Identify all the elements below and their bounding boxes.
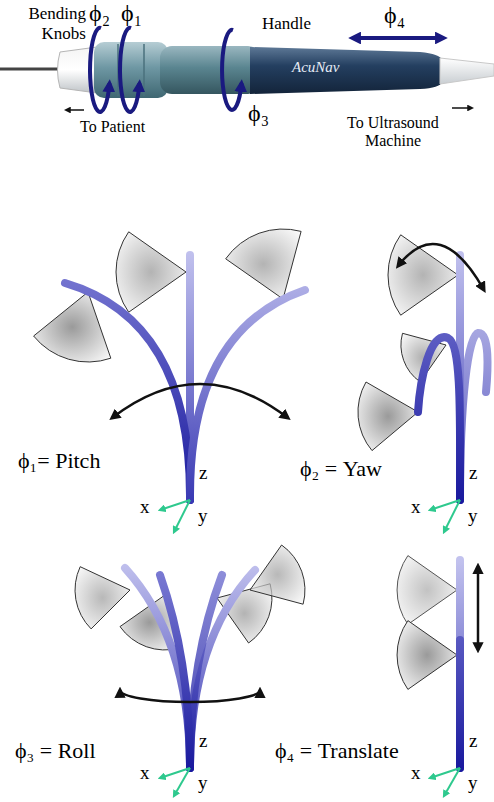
axis-label: x [140,762,150,784]
cable [0,68,62,71]
axis-label: y [198,772,208,794]
motion-caption: ϕ₃ = Roll [15,738,96,763]
strain-relief [440,58,494,84]
part-label: Handle [262,14,311,34]
ultrasound-sector [116,232,186,312]
handle-body [250,47,442,94]
axis-label: x [140,496,150,518]
axis-label: y [468,505,478,527]
axis-label: x [411,762,421,784]
roll-panel [75,545,305,796]
motion-symbol: ϕ₂ [89,0,110,28]
roll-arrow [120,690,260,702]
translate-arrow [352,36,444,40]
direction-arrow [452,107,472,109]
yaw-knob-arrow [90,28,109,112]
roll-arrow [222,30,241,110]
handle-photo [0,42,494,98]
catheter [190,570,255,768]
ultrasound-sector [226,229,301,299]
catheter [456,560,464,768]
motion-caption: ϕ₁= Pitch [18,448,100,473]
translate-panel [397,556,478,796]
brand-label: AcuNav [292,59,339,76]
bending-knobs [94,42,168,98]
handle-neck [160,46,260,94]
axis-label: y [198,505,208,527]
pitch-arrow [112,384,288,418]
ultrasound-sector [250,545,305,604]
axis-arrow [174,768,190,796]
catheter [190,575,222,768]
ultrasound-sector [34,292,111,362]
catheter [160,575,190,768]
axis-label: z [199,462,207,484]
axis-label: x [411,496,421,518]
knob-seam [143,44,145,96]
motion-caption: ϕ₄ = Translate [275,738,399,763]
catheter [418,337,460,500]
direction-label: To Ultrasound Machine [338,114,448,151]
yaw-arrow [398,244,484,290]
catheter [125,568,190,768]
ultrasound-sector [358,382,418,451]
pitch-knob-arrow [120,28,139,112]
motion-caption: ϕ₂ = Yaw [300,456,382,481]
translate-arrow [477,566,480,650]
ultrasound-sector [397,621,457,690]
motion-symbol: ϕ₁ [121,0,142,28]
motion-symbol: ϕ₄ [384,2,405,30]
axis-label: z [469,730,477,752]
yaw-panel [358,235,488,532]
axis-arrow [174,500,190,532]
catheter [456,640,464,768]
axis-label: z [199,730,207,752]
ultrasound-sector [397,556,457,625]
motion-symbol: ϕ₃ [248,100,269,128]
part-label: Bending Knobs [18,4,86,43]
motion-arrows [90,28,444,112]
axis-label: z [469,462,477,484]
axis-arrow [444,500,460,532]
axis-label: y [468,772,478,794]
axis-arrow [444,768,460,796]
direction-label: To Patient [80,118,145,136]
catheter [460,333,488,500]
ultrasound-sector [75,567,130,629]
pitch-panel [34,229,305,532]
direction-arrow [66,109,84,111]
